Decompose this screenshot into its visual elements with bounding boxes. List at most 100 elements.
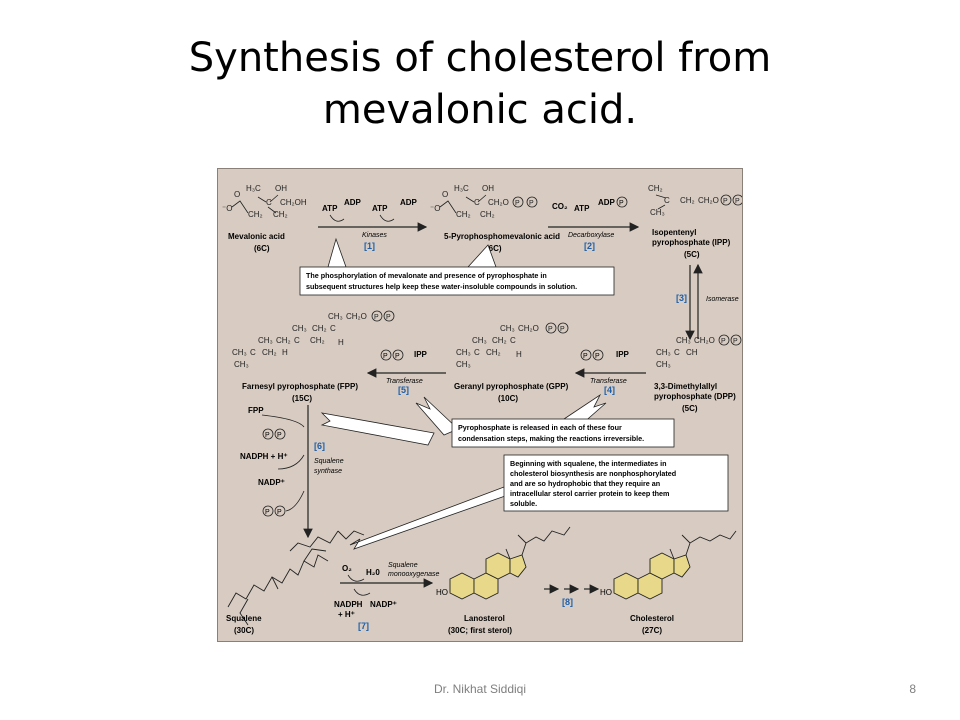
squalene-callout-line-5: soluble. <box>510 499 537 508</box>
svg-text:H: H <box>338 338 344 347</box>
svg-text:CH₂: CH₂ <box>248 210 263 219</box>
svg-text:OH: OH <box>482 184 494 193</box>
adp-1: ADP <box>344 198 362 207</box>
svg-text:O: O <box>442 190 448 199</box>
svg-text:CH₃: CH₃ <box>292 324 307 333</box>
svg-text:CH₃: CH₃ <box>234 360 249 369</box>
svg-text:CH₃: CH₃ <box>656 360 671 369</box>
svg-text:P: P <box>515 200 520 207</box>
svg-text:C: C <box>664 196 670 205</box>
footer-author: Dr. Nikhat Siddiqi <box>433 682 527 696</box>
adp-3: ADP <box>598 198 616 207</box>
svg-text:P: P <box>723 198 728 205</box>
atp-1: ATP <box>322 204 338 213</box>
svg-text:CH₂: CH₂ <box>310 336 325 345</box>
svg-text:CH₃: CH₃ <box>456 360 471 369</box>
svg-text:P: P <box>583 353 588 360</box>
svg-text:P: P <box>374 314 379 321</box>
cholesterol-label: Cholesterol <box>630 614 674 623</box>
enzyme-squalene-synthase-1: Squalene <box>314 458 344 465</box>
svg-text:CH₂O: CH₂O <box>518 324 539 333</box>
svg-text:P: P <box>721 338 726 345</box>
svg-text:C: C <box>266 198 272 207</box>
svg-text:CH₃: CH₃ <box>328 312 343 321</box>
squalene-label: Squalene <box>226 614 262 623</box>
adp-2: ADP <box>400 198 418 207</box>
svg-text:P: P <box>277 509 282 516</box>
svg-text:CH₃: CH₃ <box>472 336 487 345</box>
ipp-reagent-a: IPP <box>414 350 428 359</box>
nadp2-reagent: NADP⁺ <box>370 600 397 609</box>
pyrophosphomevalonate-carbons: (6C) <box>486 244 502 253</box>
svg-text:P: P <box>265 509 270 516</box>
svg-text:CH₂: CH₂ <box>680 196 695 205</box>
dpp-structure: CH₃ CH₂O CH₃ C CH CH₃ P P <box>656 334 742 369</box>
step-8: [8] <box>562 597 573 607</box>
svg-text:H₃C: H₃C <box>454 184 469 193</box>
phosphorylation-callout-line-2: subsequent structures help keep these wa… <box>306 282 577 291</box>
cholesterol-structure <box>613 530 737 600</box>
svg-text:CH₃: CH₃ <box>656 348 671 357</box>
svg-text:CH₂: CH₂ <box>648 184 663 193</box>
mevalonic-acid-structure: H₃C OH ⁻O C CH₂OH CH₂ CH₂ O <box>222 184 307 219</box>
mevalonic-acid-carbons: (6C) <box>254 244 270 253</box>
squalene-callout-line-4: intracellular sterol carrier protein to … <box>510 489 669 498</box>
svg-text:CH₃: CH₃ <box>232 348 247 357</box>
svg-text:CH₂: CH₂ <box>486 348 501 357</box>
svg-text:⁻O: ⁻O <box>430 204 440 213</box>
gpp-label: Geranyl pyrophosphate (GPP) <box>454 382 569 391</box>
squalene-callout <box>503 454 729 512</box>
enzyme-transferase-b: Transferase <box>590 378 627 385</box>
gpp-structure: CH₃ CH₂O CH₃ CH₂ C CH₃ C CH₂ CH₃ H P P <box>456 322 569 369</box>
ipp-carbons: (5C) <box>684 250 700 259</box>
dpp-label-2: pyrophosphate (DPP) <box>654 392 736 401</box>
fpp-label: Farnesyl pyrophosphate (FPP) <box>242 382 358 391</box>
ipp-label-1: Isopentenyl <box>652 228 696 237</box>
enzyme-decarboxylase: Decarboxylase <box>568 232 614 239</box>
h2o-reagent: H₂0 <box>366 568 380 577</box>
lanosterol-carbons: (30C; first sterol) <box>448 626 512 635</box>
svg-text:P: P <box>619 200 624 207</box>
svg-text:CH₂: CH₂ <box>273 210 288 219</box>
svg-text:CH₂O: CH₂O <box>488 198 509 207</box>
svg-text:P: P <box>265 432 270 439</box>
cholesterol-synthesis-diagram: H₃C OH ⁻O C CH₂OH CH₂ CH₂ O Mevalonic ac… <box>217 168 743 642</box>
svg-text:P: P <box>733 338 738 345</box>
svg-text:CH: CH <box>686 348 698 357</box>
title-line-1: Synthesis of cholesterol from <box>188 35 772 81</box>
enzyme-kinases: Kinases <box>362 232 387 239</box>
svg-text:P: P <box>529 200 534 207</box>
svg-text:CH₂: CH₂ <box>456 210 471 219</box>
atp-3: ATP <box>574 204 590 213</box>
step-4: [4] <box>604 385 615 395</box>
lanosterol-ho: HO <box>436 588 448 597</box>
enzyme-monooxygenase-1: Squalene <box>388 562 418 569</box>
squalene-callout-line-1: Beginning with squalene, the intermediat… <box>510 459 667 468</box>
pathway-svg: H₃C OH ⁻O C CH₂OH CH₂ CH₂ O Mevalonic ac… <box>222 184 742 635</box>
svg-text:CH₃: CH₃ <box>676 336 691 345</box>
phosphorylation-callout <box>299 266 615 296</box>
pyrophosphate-callout <box>451 418 675 448</box>
nadph2-reagent-2: + H⁺ <box>338 610 355 619</box>
ipp-label-2: pyrophosphate (IPP) <box>652 238 731 247</box>
step-1: [1] <box>364 241 375 251</box>
svg-text:CH₃: CH₃ <box>650 208 665 217</box>
cholesterol-carbons: (27C) <box>642 626 662 635</box>
nadp-reagent: NADP⁺ <box>258 478 285 487</box>
svg-text:C: C <box>510 336 516 345</box>
enzyme-transferase-a: Transferase <box>386 378 423 385</box>
svg-text:CH₂OH: CH₂OH <box>280 198 307 207</box>
enzyme-squalene-synthase-2: synthase <box>314 468 342 475</box>
svg-text:CH₃: CH₃ <box>500 324 515 333</box>
svg-text:H: H <box>516 350 522 359</box>
svg-text:CH₂: CH₂ <box>480 210 495 219</box>
o2-reagent: O₂ <box>342 564 352 573</box>
gpp-carbons: (10C) <box>498 394 518 403</box>
callout-arrow-to-squalene <box>349 486 509 550</box>
squalene-carbons: (30C) <box>234 626 254 635</box>
step-7: [7] <box>358 621 369 631</box>
svg-text:CH₂O: CH₂O <box>346 312 367 321</box>
pyrophosphate-callout-line-1: Pyrophosphate is released in each of the… <box>458 423 622 432</box>
dpp-label-1: 3,3-Dimethylallyl <box>654 382 717 391</box>
ipp-structure: CH₂ C CH₂ CH₂O CH₃ P P <box>648 184 742 217</box>
